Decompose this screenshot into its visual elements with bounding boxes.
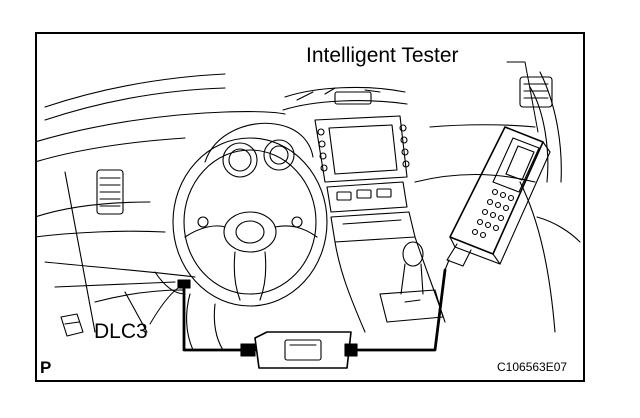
shift-lever — [379, 241, 444, 323]
center-console — [282, 86, 446, 333]
lower-panel — [94, 271, 186, 333]
dlc3-label: DLC3 — [94, 320, 148, 343]
windshield-lines — [44, 71, 562, 183]
figure-code: C106563E07 — [497, 360, 568, 374]
corner-p-label: P — [40, 358, 52, 377]
figure-frame — [35, 32, 585, 382]
console-buttons — [317, 124, 410, 172]
dashboard-outline — [35, 111, 581, 333]
dashboard-illustration — [35, 61, 581, 369]
right-air-vent — [519, 76, 553, 108]
adapter-box — [240, 331, 358, 369]
instrument-cluster — [204, 122, 314, 178]
steering-wheel — [172, 137, 328, 351]
dlc3-leader-line — [149, 287, 179, 325]
pedal — [60, 313, 84, 337]
tester-cable — [343, 268, 447, 352]
dlc3-connector — [177, 279, 257, 352]
tester-leader-line — [506, 61, 539, 133]
left-air-vent — [96, 169, 124, 215]
intelligent-tester-device — [444, 126, 551, 271]
intelligent-tester-label: Intelligent Tester — [306, 44, 459, 67]
tester-keypad — [471, 188, 515, 239]
